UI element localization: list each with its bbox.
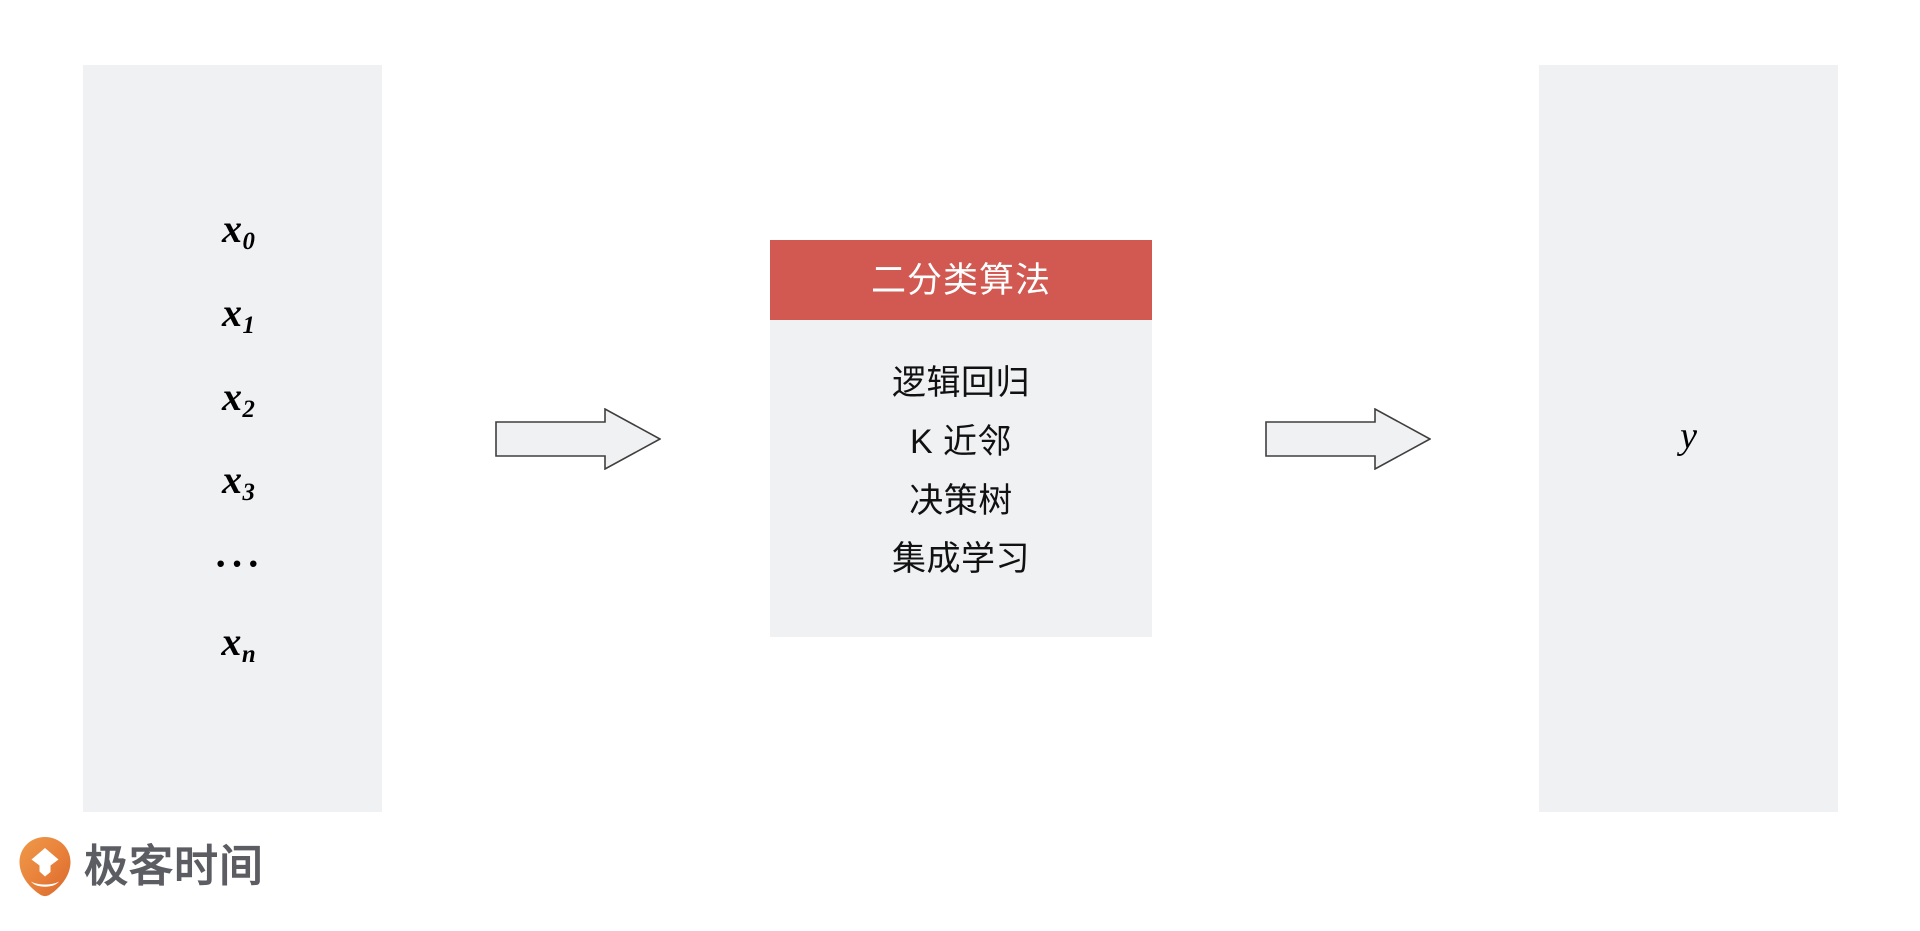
feature-variable-xn: xn [209,622,255,668]
feature-base: x [222,206,243,252]
algorithm-card-header: 二分类算法 [770,240,1152,320]
feature-variable-list: x0 x1 x2 x3 ··· xn [83,65,382,812]
geektime-logo-icon [18,836,72,898]
brand-logo-text: 极客时间 [84,842,264,891]
feature-variable-x0: x0 [210,209,255,255]
right-arrow-icon [1265,408,1431,470]
feature-base: x [222,457,243,503]
feature-subscript: 2 [242,395,255,423]
feature-variable-x3: x3 [210,460,255,506]
algorithm-card: 二分类算法 逻辑回归 K 近邻 决策树 集成学习 [770,240,1152,637]
right-arrow-icon [495,408,661,470]
feature-subscript: 0 [242,228,255,256]
feature-base: x [221,619,242,665]
feature-subscript: n [241,641,256,669]
feature-input-panel: x0 x1 x2 x3 ··· xn [83,65,382,812]
algorithm-item-decision-tree: 决策树 [909,481,1013,520]
algorithm-item-k-nearest-neighbors: K 近邻 [909,422,1013,461]
feature-base: x [222,289,243,335]
brand-logo: 极客时间 [18,836,264,898]
feature-variable-x2: x2 [210,373,255,423]
output-variable-y: y [1680,414,1697,457]
algorithm-list: 逻辑回归 K 近邻 决策树 集成学习 [770,320,1152,637]
algorithm-item-logistic-regression: 逻辑回归 [892,364,1030,403]
feature-variable-x1: x1 [210,289,255,339]
feature-base: x [222,373,243,419]
feature-subscript: 1 [242,311,255,339]
feature-ellipsis: ··· [213,541,264,587]
algorithm-item-ensemble-learning: 集成学习 [892,540,1030,579]
feature-subscript: 3 [242,479,255,507]
label-output-panel: y [1539,65,1838,812]
algorithm-card-title: 二分类算法 [870,260,1051,300]
